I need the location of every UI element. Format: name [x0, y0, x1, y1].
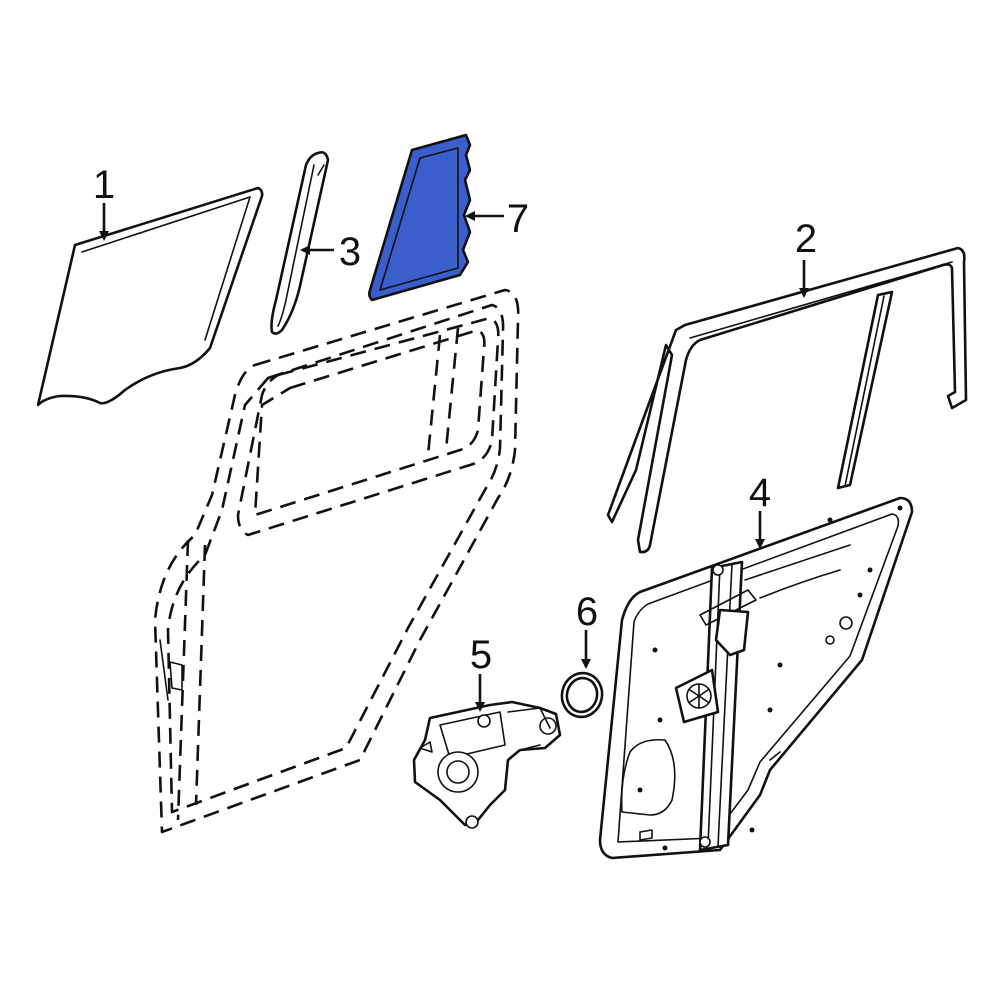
callout-label-4: 4	[749, 471, 771, 515]
callout-label-7: 7	[507, 197, 529, 241]
callout-label-3: 3	[339, 230, 361, 274]
door-shell-outline	[153, 288, 520, 834]
glass-channel[interactable]	[270, 151, 330, 335]
motor-seal[interactable]	[558, 669, 606, 720]
callout-arrows	[99, 203, 809, 712]
door-glass[interactable]	[36, 186, 264, 407]
callout-label-2: 2	[795, 217, 817, 261]
window-regulator[interactable]	[598, 496, 914, 860]
callout-labels: 1 2 3 4 5 6 7	[93, 163, 817, 677]
quarter-glass-highlighted[interactable]	[368, 133, 472, 302]
regulator-motor[interactable]	[412, 700, 562, 829]
callout-label-5: 5	[470, 633, 492, 677]
callout-label-6: 6	[576, 590, 598, 634]
callout-label-1: 1	[93, 163, 115, 207]
window-frame[interactable]	[606, 246, 968, 554]
